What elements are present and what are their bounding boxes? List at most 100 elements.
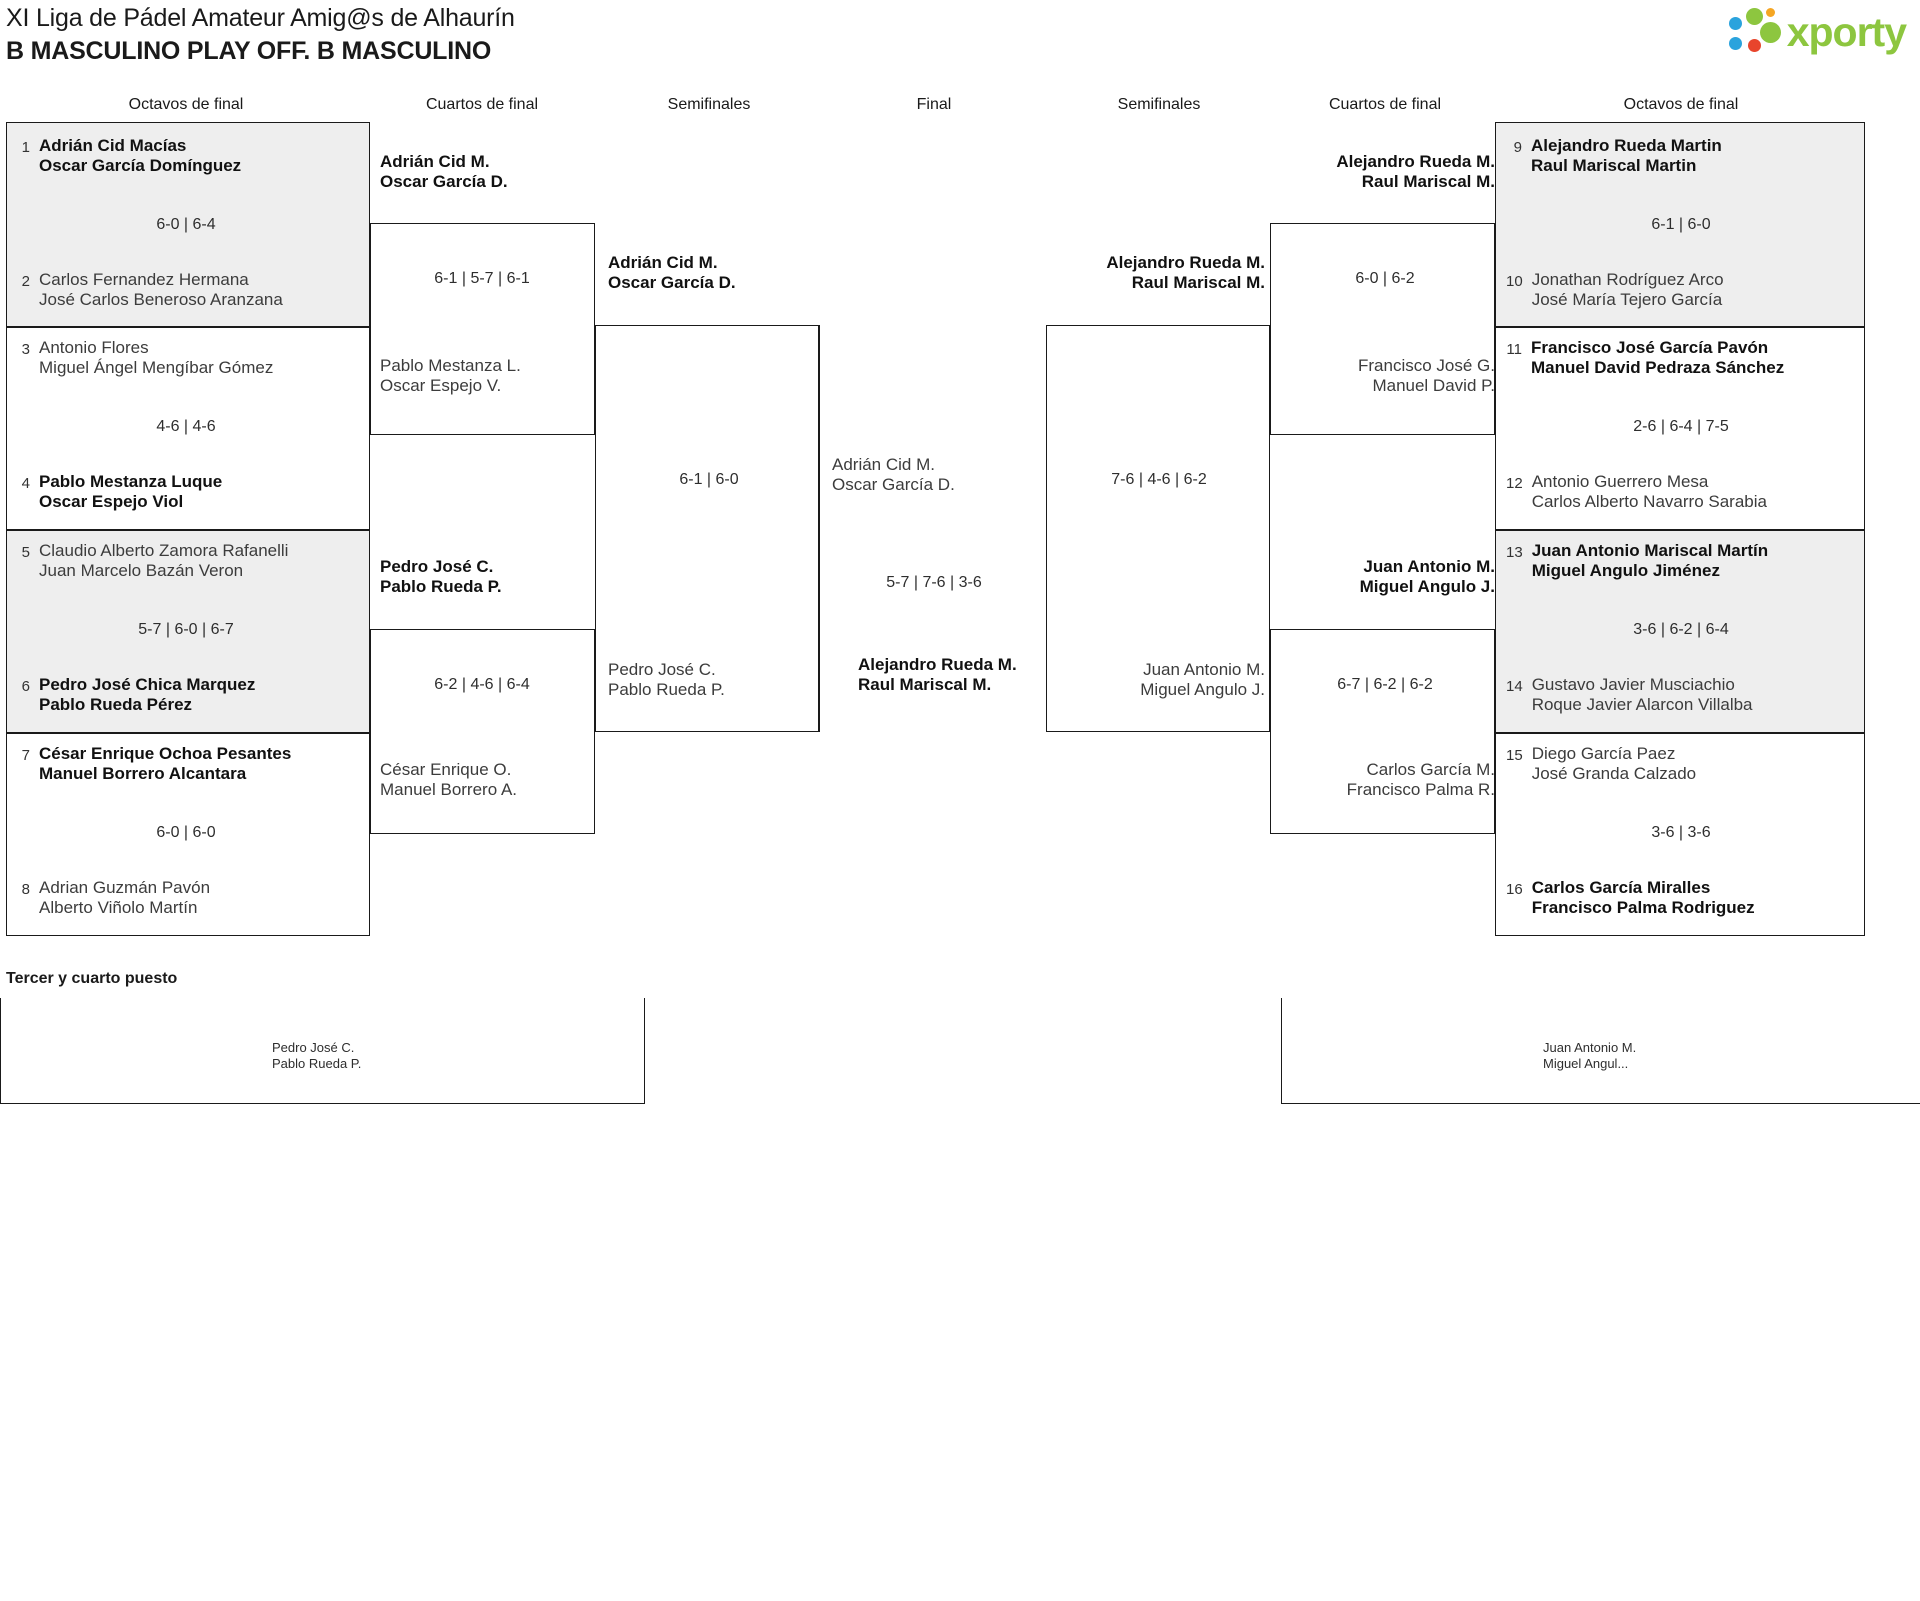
linkbox-left-qf-1 [370,223,595,435]
player-name: Adrián Cid M. [608,253,718,272]
player-name: Carlos Fernandez Hermana [39,270,249,289]
match-box-left-r16-3[interactable] [6,530,370,733]
team-right-sf-1-bottom[interactable]: Juan Antonio M. Miguel Angulo J. [1140,660,1265,700]
player-name: Francisco Palma R. [1346,780,1495,800]
player-name: Alejandro Rueda M. [1106,253,1265,272]
team-right-r16-4-top[interactable]: 15 Diego García Paez José Granda Calzado [1506,744,1696,784]
round-label-left-r16: Octavos de final [128,96,244,113]
seed-number: 10 [1506,273,1523,290]
round-label-right-qf: Cuartos de final [1328,96,1442,113]
player-name: Miguel Angulo J. [1140,680,1265,700]
score-left-r16-4: 6-0 | 6-0 [156,824,216,841]
score-right-r16-4: 3-6 | 3-6 [1651,824,1711,841]
player-name: César Enrique O. [380,760,512,779]
seed-number: 15 [1506,747,1523,764]
player-name: César Enrique Ochoa Pesantes [39,744,292,763]
score-right-qf-2: 6-7 | 6-2 | 6-2 [1337,676,1433,693]
team-left-r16-2-top[interactable]: 3 Antonio Flores Miguel Ángel Mengíbar G… [14,338,274,378]
player-name: Claudio Alberto Zamora Rafanelli [39,541,289,560]
team-third-right[interactable]: Juan Antonio M. Miguel Angul... [1543,1040,1636,1073]
team-third-left[interactable]: Pedro José C. Pablo Rueda P. [272,1040,361,1073]
round-label-right-r16: Octavos de final [1623,96,1739,113]
player-name: Juan Antonio M. [1143,660,1265,679]
team-left-qf-2-bottom[interactable]: César Enrique O. Manuel Borrero A. [380,760,517,800]
seed-number: 1 [21,139,30,156]
match-box-left-r16-4[interactable] [6,733,370,936]
seed-number: 3 [21,341,30,358]
team-right-qf-1-bottom[interactable]: Francisco José G. Manuel David P. [1358,356,1495,396]
team-left-r16-1-top[interactable]: 1 Adrián Cid Macías Oscar García Domíngu… [14,136,242,176]
team-right-r16-4-bottom[interactable]: 16 Carlos García Miralles Francisco Palm… [1506,878,1755,918]
team-right-qf-1-top[interactable]: Alejandro Rueda M. Raul Mariscal M. [1336,152,1495,192]
player-name: Manuel David P. [1372,376,1495,396]
match-box-right-r16-3[interactable] [1495,530,1865,733]
team-right-r16-3-bottom[interactable]: 14 Gustavo Javier Musciachio Roque Javie… [1506,675,1753,715]
team-left-sf-1-bottom[interactable]: Pedro José C. Pablo Rueda P. [608,660,725,700]
seed-number: 13 [1506,544,1523,561]
score-final: 5-7 | 7-6 | 3-6 [886,574,982,591]
player-name: Pedro José Chica Marquez [39,675,256,694]
team-left-qf-1-top[interactable]: Adrián Cid M. Oscar García D. [380,152,508,192]
match-box-left-r16-2[interactable] [6,327,370,530]
team-final-top[interactable]: Adrián Cid M. Oscar García D. [832,455,955,495]
linkbox-left-qf-2 [370,629,595,834]
player-name: Oscar García Domínguez [39,156,242,176]
seed-number: 2 [21,273,30,290]
team-left-r16-4-top[interactable]: 7 César Enrique Ochoa Pesantes Manuel Bo… [14,744,292,784]
team-left-sf-1-top[interactable]: Adrián Cid M. Oscar García D. [608,253,736,293]
match-box-right-r16-2[interactable] [1495,327,1865,530]
player-name: Manuel Borrero Alcantara [39,764,247,784]
seed-number: 5 [21,544,30,561]
score-right-sf-1: 7-6 | 4-6 | 6-2 [1111,471,1207,488]
player-name: Diego García Paez [1531,744,1676,763]
player-name: Pedro José C. [608,660,716,679]
player-name: Antonio Guerrero Mesa [1531,472,1709,491]
seed-number: 7 [21,747,30,764]
seed-number: 14 [1506,678,1523,695]
player-name: José María Tejero García [1531,290,1723,310]
seed-number: 11 [1506,341,1522,358]
team-left-qf-1-bottom[interactable]: Pablo Mestanza L. Oscar Espejo V. [380,356,521,396]
player-name: José Granda Calzado [1531,764,1697,784]
round-label-left-qf: Cuartos de final [425,96,539,113]
team-right-sf-1-top[interactable]: Alejandro Rueda M. Raul Mariscal M. [1106,253,1265,293]
team-left-r16-2-bottom[interactable]: 4 Pablo Mestanza Luque Oscar Espejo Viol [14,472,223,512]
linkbox-right-qf-1 [1270,223,1495,435]
team-left-r16-1-bottom[interactable]: 2 Carlos Fernandez Hermana José Carlos B… [14,270,283,310]
match-box-left-r16-1[interactable] [6,122,370,327]
match-box-right-r16-1[interactable] [1495,122,1865,327]
player-name: Antonio Flores [39,338,149,357]
player-name: Miguel Ángel Mengíbar Gómez [39,358,274,378]
team-left-r16-3-bottom[interactable]: 6 Pedro José Chica Marquez Pablo Rueda P… [14,675,256,715]
xporty-mark-icon [1728,6,1781,58]
player-name: Francisco Palma Rodriguez [1531,898,1755,918]
player-name: Jonathan Rodríguez Arco [1531,270,1724,289]
player-name: Francisco José G. [1358,356,1495,375]
player-name: Alejandro Rueda M. [858,655,1017,674]
seed-number: 12 [1506,475,1523,492]
linkbox-right-sf-1 [1046,325,1270,732]
team-right-r16-3-top[interactable]: 13 Juan Antonio Mariscal Martín Miguel A… [1506,541,1768,581]
score-left-r16-2: 4-6 | 4-6 [156,418,216,435]
player-name: Adrian Guzmán Pavón [39,878,211,897]
player-name: Oscar García D. [380,172,508,192]
team-right-r16-2-top[interactable]: 11 Francisco José García Pavón Manuel Da… [1506,338,1784,378]
team-right-r16-1-top[interactable]: 9 Alejandro Rueda Martin Raul Mariscal M… [1506,136,1722,176]
linkbox-left-sf-1 [595,325,819,732]
team-left-qf-2-top[interactable]: Pedro José C. Pablo Rueda P. [380,557,502,597]
match-box-right-r16-4[interactable] [1495,733,1865,936]
team-right-r16-1-bottom[interactable]: 10 Jonathan Rodríguez Arco José María Te… [1506,270,1724,310]
team-final-bottom-champion[interactable]: Alejandro Rueda M. Raul Mariscal M. [858,655,1017,695]
player-name: Raul Mariscal M. [1361,172,1495,192]
score-left-qf-1: 6-1 | 5-7 | 6-1 [434,270,530,287]
team-right-qf-2-bottom[interactable]: Carlos García M. Francisco Palma R. [1347,760,1495,800]
team-right-r16-2-bottom[interactable]: 12 Antonio Guerrero Mesa Carlos Alberto … [1506,472,1767,512]
team-left-r16-3-top[interactable]: 5 Claudio Alberto Zamora Rafanelli Juan … [14,541,289,581]
player-name: Adrián Cid M. [380,152,490,171]
team-right-qf-2-top[interactable]: Juan Antonio M. Miguel Angulo J. [1360,557,1495,597]
team-left-r16-4-bottom[interactable]: 8 Adrian Guzmán Pavón Alberto Viñolo Mar… [14,878,210,918]
seed-number: 9 [1513,139,1522,156]
player-name: Miguel Angul... [1543,1056,1629,1072]
player-name: Roque Javier Alarcon Villalba [1531,695,1753,715]
player-name: Juan Marcelo Bazán Veron [39,561,244,581]
